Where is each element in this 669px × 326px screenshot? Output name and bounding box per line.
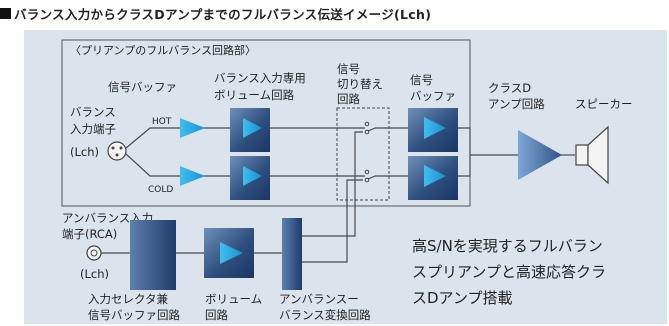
balanced-input-wires — [125, 127, 575, 177]
balanced-terminal-label-3: (Lch) — [70, 145, 99, 159]
rca-connector-icon — [86, 245, 102, 261]
unbalanced-lch-label: (Lch) — [80, 267, 109, 281]
selector-label-2: 切り替え — [337, 77, 383, 91]
cold-label: COLD — [148, 185, 173, 195]
volume-label-1: ボリューム — [205, 292, 262, 306]
unbalanced-terminal-label-2: 端子(RCA) — [62, 227, 117, 241]
caption-line-2: スプリアンプと高速応答クラ — [412, 263, 606, 281]
balanced-volume-label-1: バランス入力専用 — [214, 71, 306, 85]
hot-input-buffer-triangle — [180, 118, 205, 138]
balanced-terminal-label-2: 入力端子 — [70, 122, 116, 136]
cold-input-buffer-triangle — [180, 166, 205, 186]
title-bullet-square — [0, 7, 11, 19]
caption-line-1: 高S/Nを実現するフルバラン — [412, 237, 603, 255]
selector-label-1: 信号 — [337, 62, 360, 76]
balanced-volume-label-2: ボリューム回路 — [214, 88, 295, 102]
unbalanced-chain-wires — [101, 131, 363, 263]
preamp-group-frame — [61, 39, 471, 207]
hot-label: HOT — [152, 117, 172, 127]
input-selector-label-1: 入力セレクタ兼 — [88, 292, 169, 306]
balanced-terminal-label-1: バランス — [70, 105, 116, 119]
hot-output-buffer-triangle — [424, 117, 446, 139]
selector-switch-box — [336, 107, 390, 201]
output-buffer-label-1: 信号 — [410, 73, 433, 87]
speaker-icon — [575, 125, 609, 185]
unbal-conv-label-1: アンバランスー — [279, 292, 359, 306]
caption-line-3: スDアンプ搭載 — [412, 289, 513, 307]
xlr-connector-icon — [107, 141, 127, 161]
volume-label-2: 回路 — [205, 308, 228, 322]
class-d-label-2: アンプ回路 — [488, 97, 545, 111]
selector-label-3: 回路 — [337, 92, 360, 106]
title-text: バランス入力からクラスDアンプまでのフルバランス伝送イメージ(Lch) — [14, 6, 432, 22]
cold-volume-triangle — [243, 166, 262, 186]
diagram-title: バランス入力からクラスDアンプまでのフルバランス伝送イメージ(Lch) — [0, 2, 431, 24]
hot-volume-triangle — [243, 118, 262, 138]
unbal-conv-label-2: バランス変換回路 — [279, 308, 371, 322]
speaker-label: スピーカー — [575, 97, 633, 111]
class-d-amp-triangle — [518, 130, 562, 180]
unbalanced-volume-triangle — [220, 242, 243, 264]
selector-switch-contacts — [364, 121, 376, 183]
input-selector-label-2: 信号バッファ回路 — [88, 308, 180, 322]
unbal-bal-converter-block — [282, 218, 302, 290]
input-selector-block — [130, 220, 176, 290]
input-buffer-label: 信号バッファ — [108, 80, 177, 94]
preamp-group-label: 〈プリアンプのフルバランス回路部〉 — [70, 43, 256, 57]
output-buffer-label-2: バッファ — [410, 89, 456, 103]
class-d-label-1: クラスD — [488, 81, 531, 95]
cold-output-buffer-triangle — [424, 165, 446, 187]
